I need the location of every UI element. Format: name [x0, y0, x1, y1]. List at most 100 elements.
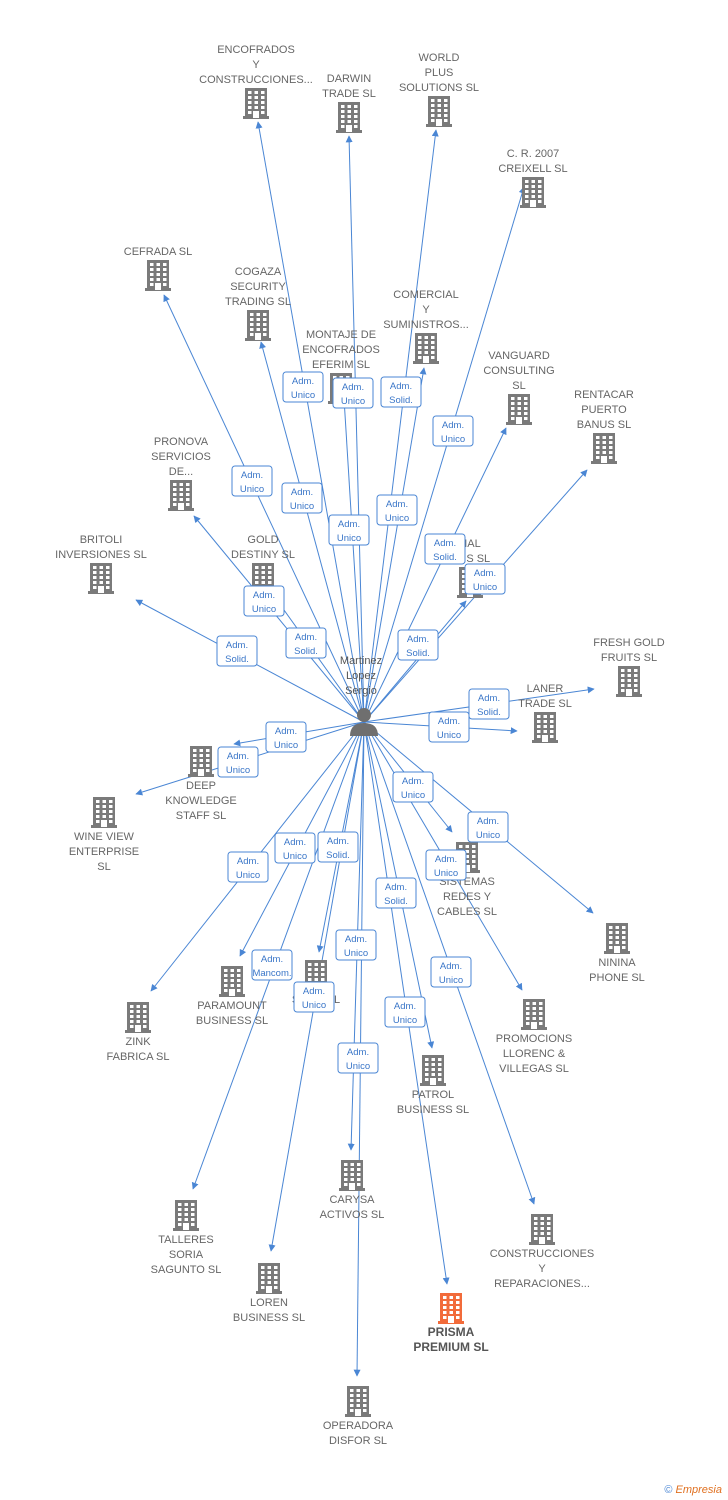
role-badge[interactable]: Adm.Solid.	[424, 533, 466, 565]
role-badge[interactable]: Adm.Unico	[243, 585, 285, 617]
company-label: ZINK	[125, 1036, 151, 1048]
role-badge[interactable]: Adm. Unico	[274, 832, 316, 864]
role-badge[interactable]: Adm.Unico	[335, 929, 377, 961]
company-node-pronova[interactable]: PRONOVASERVICIOSDE...	[151, 436, 211, 511]
role-badge[interactable]: Adm.Solid.	[285, 627, 327, 659]
role-badge[interactable]: Adm.Unico	[217, 746, 259, 778]
company-label: COGAZA	[235, 266, 282, 278]
company-label: PARAMOUNT	[197, 1000, 267, 1012]
company-label: VILLEGAS SL	[499, 1063, 569, 1075]
company-node-cefrada[interactable]: CEFRADA SL	[124, 246, 192, 291]
role-badge[interactable]: Adm.Unico	[282, 371, 324, 403]
edge-encofrados	[255, 121, 365, 723]
company-label: REPARACIONES...	[494, 1278, 590, 1290]
company-label: PATROL	[412, 1089, 454, 1101]
company-node-encofrados[interactable]: ENCOFRADOSYCONSTRUCCIONES...	[199, 44, 313, 119]
badge-text: Solid.	[389, 395, 413, 406]
role-badge[interactable]: Adm.Unico	[430, 956, 472, 988]
badge-text: Unico	[441, 434, 465, 445]
company-label: DE...	[169, 466, 193, 478]
role-badge[interactable]: Adm.Solid.	[468, 688, 510, 720]
role-badge[interactable]: Adm.Unico	[464, 563, 506, 595]
building-icon	[219, 966, 245, 997]
role-badge[interactable]: Adm.Unico	[227, 851, 269, 883]
role-badge[interactable]: Adm.Solid.	[375, 877, 417, 909]
badge-text: Adm.	[227, 751, 249, 762]
edge-cr2007	[363, 186, 526, 723]
role-badge[interactable]: Adm.Unico	[231, 465, 273, 497]
role-badge[interactable]: Adm.Solid.	[397, 629, 439, 661]
badge-text: Mancom.	[252, 968, 291, 979]
role-badge[interactable]: Adm.Unico	[337, 1042, 379, 1074]
edge-gold-destiny	[273, 595, 365, 723]
badge-text: Solid.	[477, 707, 501, 718]
role-badge[interactable]: Adm.Unico	[425, 849, 467, 881]
footer-brand[interactable]: © Empresia	[664, 1484, 722, 1496]
role-badge[interactable]: Adm.Unico	[428, 711, 470, 743]
badge-text: Adm.	[303, 986, 325, 997]
role-badge[interactable]: Adm.Unico	[328, 514, 370, 546]
company-label: TRADE SL	[518, 698, 572, 710]
company-label: GOLD	[247, 534, 278, 546]
company-label: PHONE SL	[589, 972, 645, 984]
role-badge[interactable]: Adm.Solid.	[216, 635, 258, 667]
role-badge[interactable]: Adm.Unico	[293, 981, 335, 1013]
company-node-construcciones[interactable]: CONSTRUCCIONESYREPARACIONES...	[490, 1214, 595, 1290]
role-badge[interactable]: Adm.Solid.	[317, 831, 359, 863]
role-badge[interactable]: Adm. Unico	[432, 415, 474, 447]
badge-text: Unico	[346, 1061, 370, 1072]
company-label: BUSINESS SL	[233, 1312, 305, 1324]
role-badge[interactable]: Adm.Unico	[265, 721, 307, 753]
role-badge[interactable]: Adm.Unico	[332, 377, 374, 409]
badge-text: Adm.	[442, 420, 464, 431]
company-label: PRONOVA	[154, 436, 209, 448]
badge-text: Adm.	[284, 837, 306, 848]
role-badge[interactable]: Adm.Unico	[384, 996, 426, 1028]
badge-text: Adm.	[338, 519, 360, 530]
role-badge[interactable]: Adm.Unico	[281, 482, 323, 514]
role-badge[interactable]: Adm.Unico	[392, 771, 434, 803]
role-badge[interactable]: Adm.Mancom.	[251, 949, 293, 981]
company-nodes: ENCOFRADOSYCONSTRUCCIONES...DARWINTRADE …	[55, 44, 665, 1447]
building-icon	[529, 1214, 555, 1245]
badge-text: Unico	[283, 851, 307, 862]
badge-text: Unico	[473, 582, 497, 593]
role-badges: Adm.UnicoAdm.UnicoAdm.Solid.Adm.UnicoAdm…	[216, 371, 510, 1074]
company-label: PUERTO	[581, 404, 627, 416]
badge-text: Adm.	[407, 634, 429, 645]
company-label: Y	[252, 59, 260, 71]
badge-text: Adm.	[435, 854, 457, 865]
company-label: VANGUARD	[488, 350, 550, 362]
company-label: FRESH GOLD	[593, 637, 665, 649]
badge-text: Unico	[290, 501, 314, 512]
badge-text: Adm.	[345, 934, 367, 945]
role-badge[interactable]: Adm.Unico	[376, 494, 418, 526]
company-node-comercial[interactable]: COMERCIALYSUMINISTROS...	[383, 289, 469, 364]
role-badge[interactable]: Adm.Unico	[467, 811, 509, 843]
building-icon	[604, 923, 630, 954]
role-badge[interactable]: Adm.Solid.	[380, 376, 422, 408]
